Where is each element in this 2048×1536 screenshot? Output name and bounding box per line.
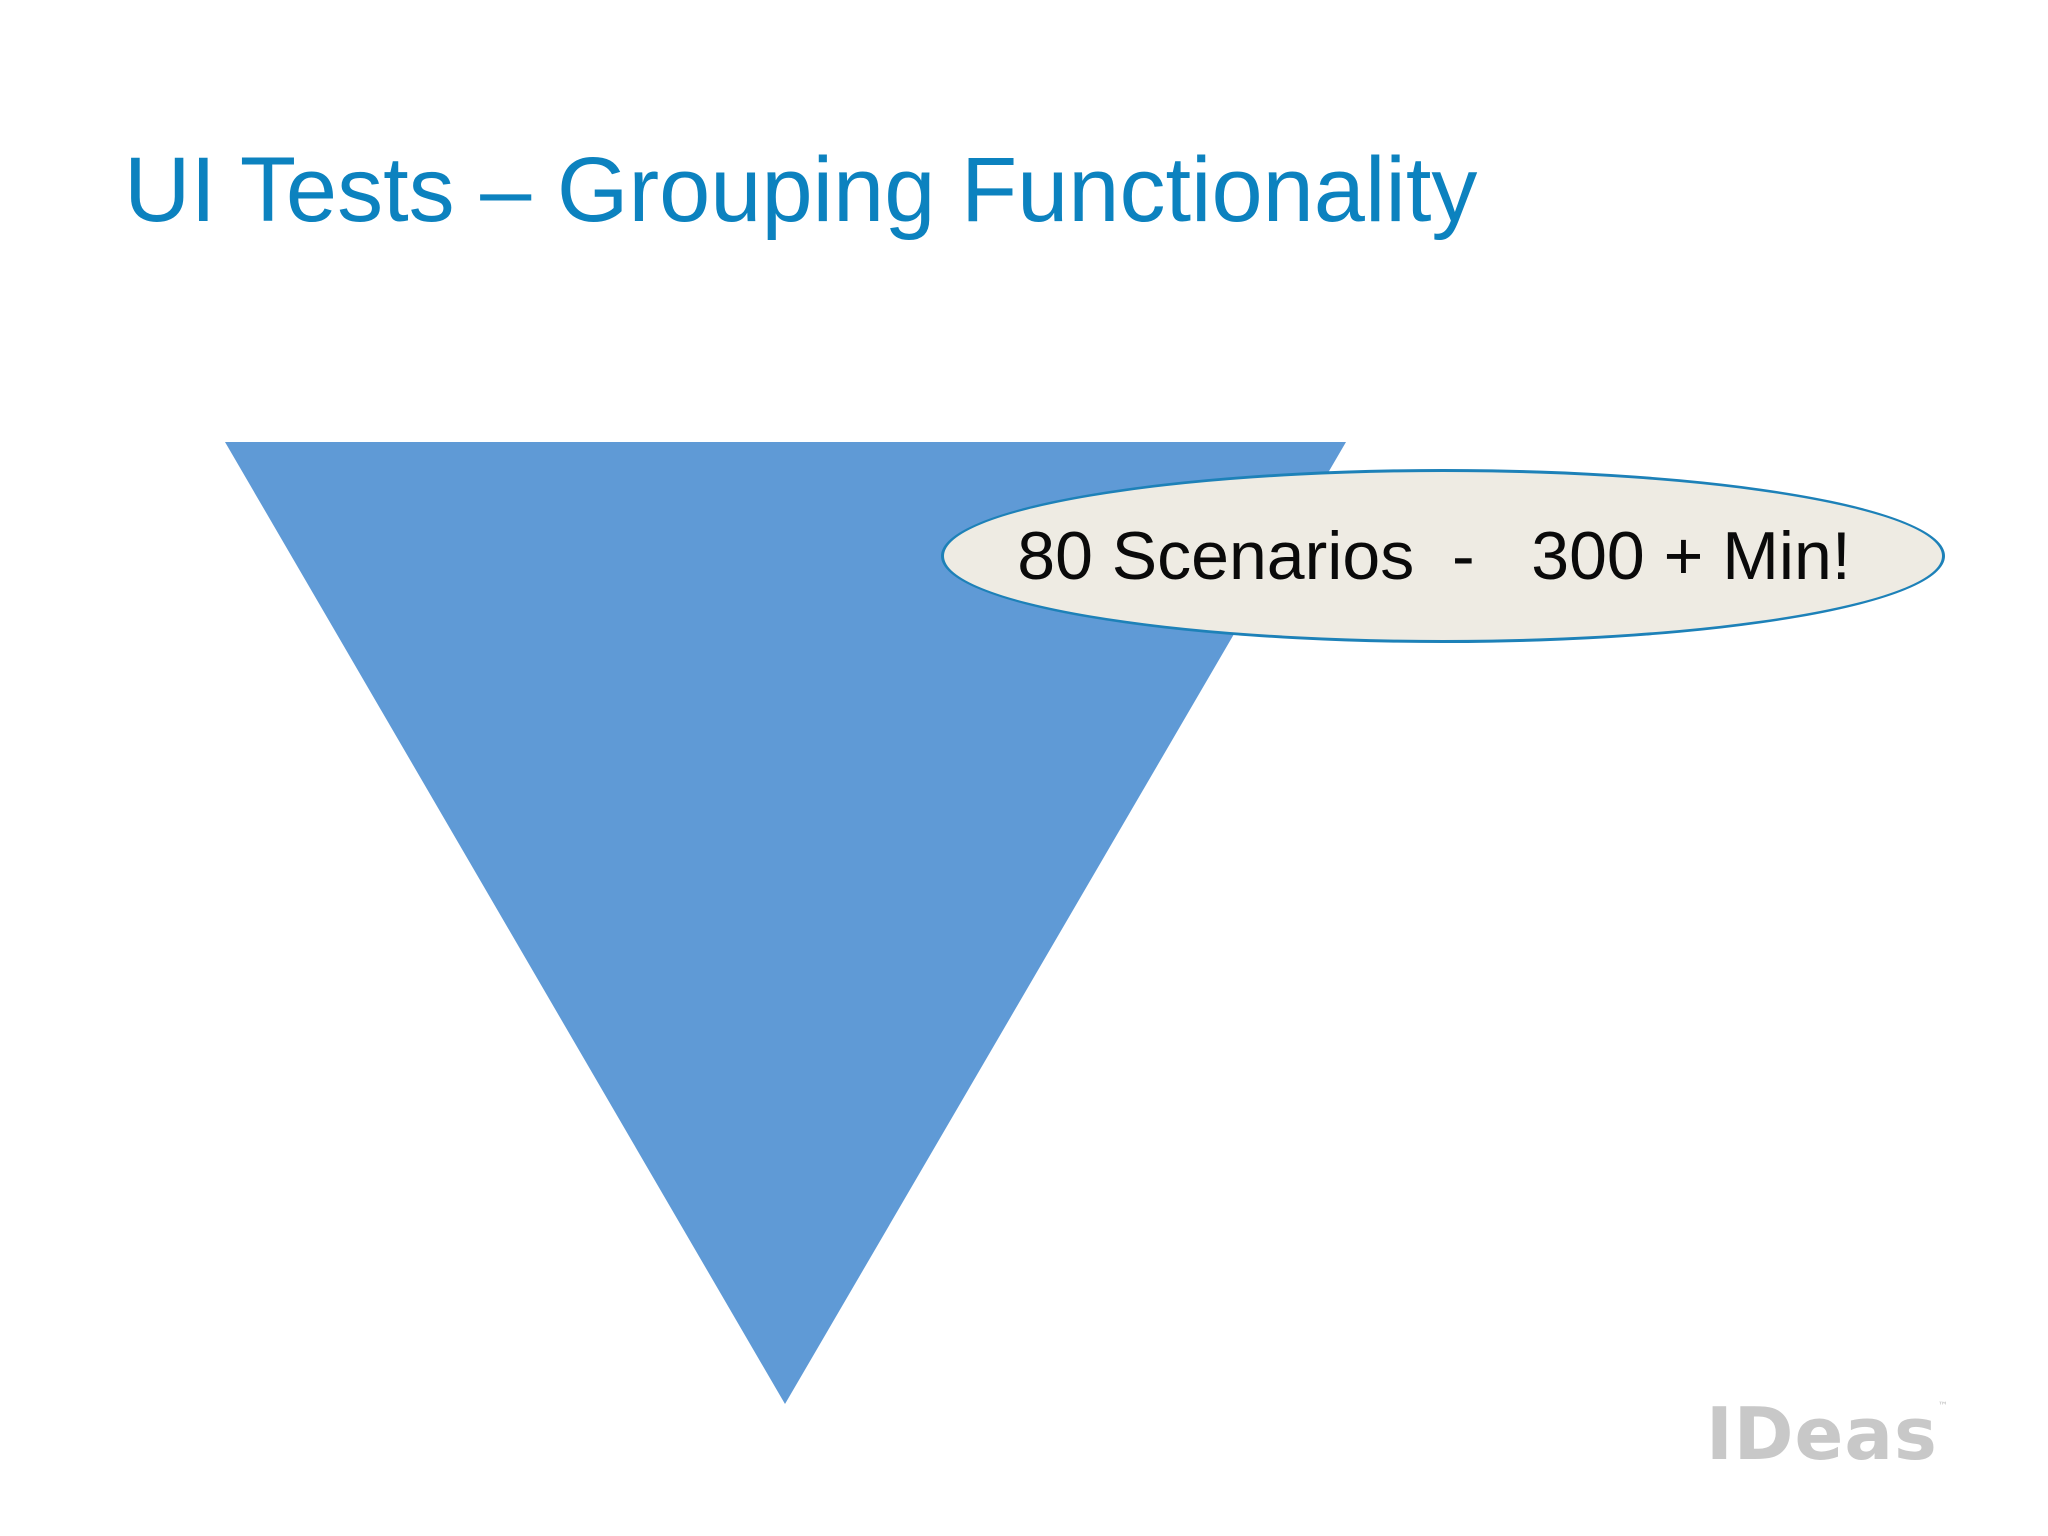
slide-title: UI Tests – Grouping Functionality bbox=[124, 139, 1478, 241]
callout-text: 80 Scenarios - 300 + Min! bbox=[1017, 518, 1851, 594]
callout-bubble: 80 Scenarios - 300 + Min! bbox=[941, 469, 1945, 643]
logo-text: IDeas bbox=[1706, 1392, 1938, 1476]
logo-trademark: ™ bbox=[1937, 1401, 1949, 1412]
ideas-logo: IDeas™ bbox=[1706, 1398, 1949, 1470]
funnel-shape bbox=[225, 442, 1346, 1404]
